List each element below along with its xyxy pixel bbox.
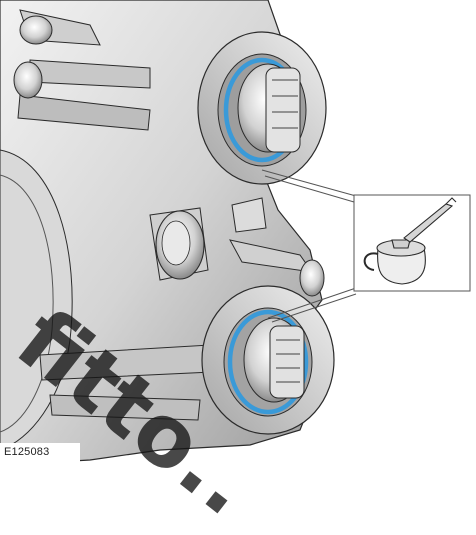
lower-camshaft-seal-housing bbox=[201, 285, 335, 435]
oil-can-icon bbox=[363, 197, 457, 285]
upper-camshaft-seal-housing bbox=[197, 31, 327, 185]
figure-reference-label: E125083 bbox=[4, 446, 50, 458]
callout-leaders bbox=[261, 169, 357, 323]
engine-front-cover-diagram bbox=[0, 0, 471, 465]
lubrication-callout-box bbox=[353, 194, 471, 292]
figure-label-background bbox=[0, 443, 80, 465]
lower-oil-seal bbox=[227, 309, 309, 415]
